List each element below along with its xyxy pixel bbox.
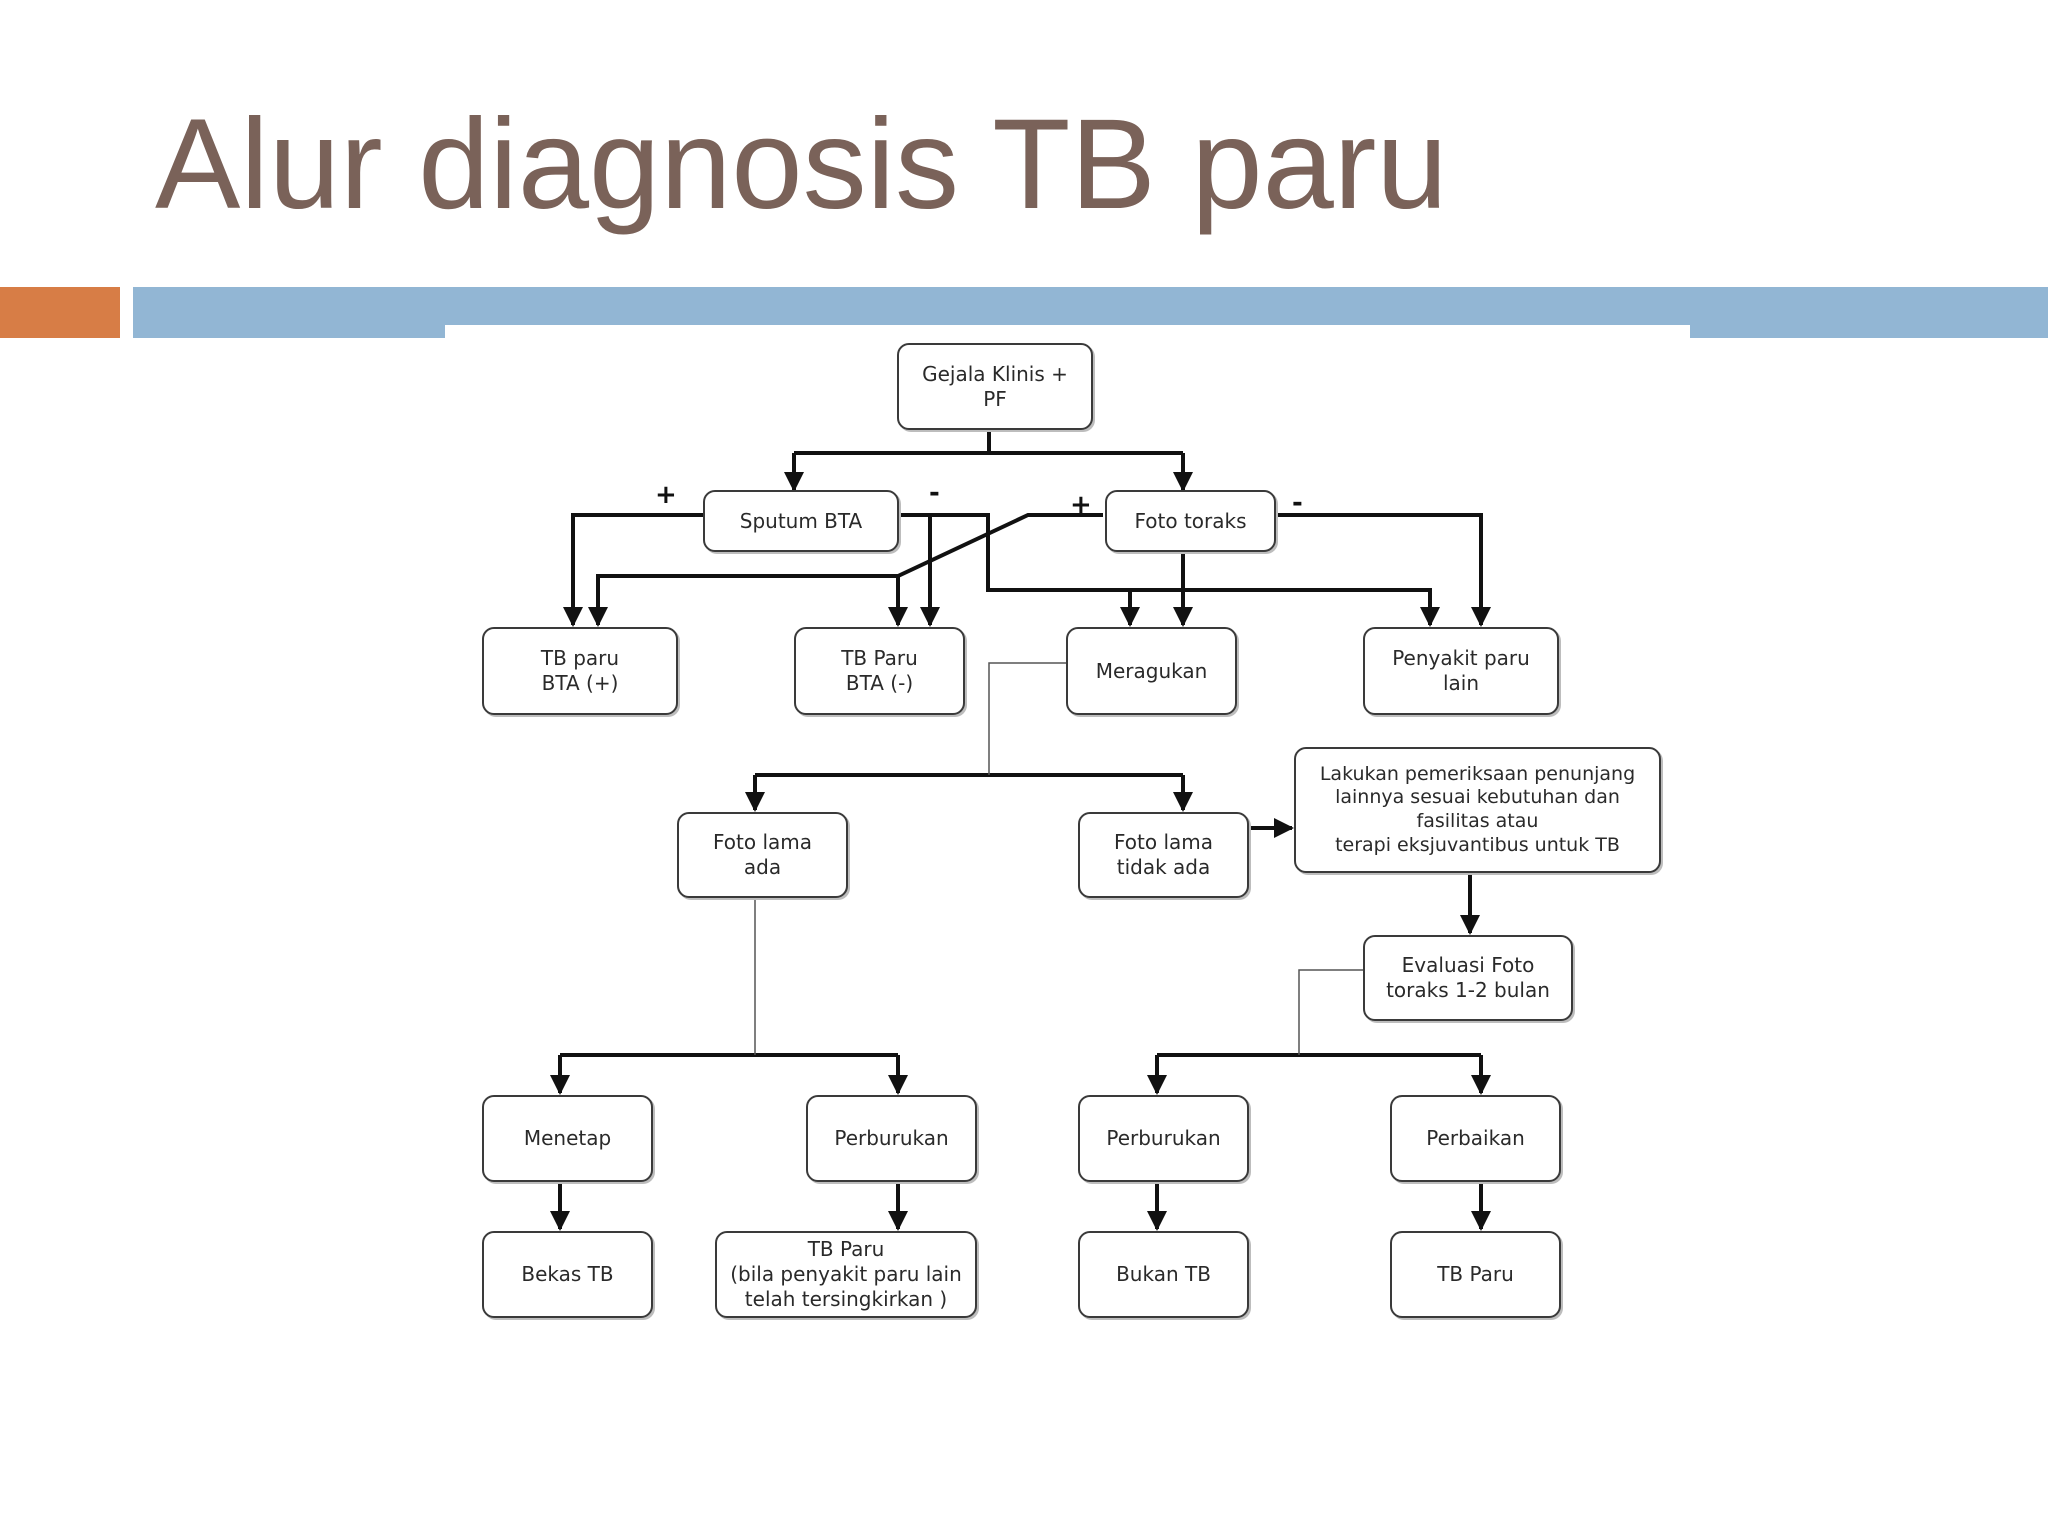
arrow-sputum-pos <box>563 513 705 627</box>
node-foto-lama-tidak-ada: Foto lama tidak ada <box>1078 812 1249 898</box>
connector-gejala-split <box>794 430 1183 455</box>
connector-sputum-neg-penyakit <box>1130 588 1440 627</box>
sign-foto-positive: + <box>1070 490 1092 520</box>
node-lakukan-pemeriksaan: Lakukan pemeriksaan penunjang lainnya se… <box>1294 747 1661 873</box>
node-bekas-tb: Bekas TB <box>482 1231 653 1318</box>
node-perburukan-2: Perburukan <box>1078 1095 1249 1182</box>
sign-sputum-negative: - <box>929 478 940 508</box>
node-evaluasi-foto: Evaluasi Foto toraks 1-2 bulan <box>1363 935 1573 1021</box>
slide-title: Alur diagnosis TB paru <box>155 93 1448 236</box>
accent-bar-orange <box>0 287 120 338</box>
node-tb-paru-bta-neg: TB Paru BTA (-) <box>794 627 965 715</box>
arrow-sputum-neg-meragukan <box>930 513 1140 627</box>
node-foto-toraks: Foto toraks <box>1105 490 1276 552</box>
node-sputum-bta: Sputum BTA <box>703 490 899 552</box>
sign-sputum-positive: + <box>655 480 677 510</box>
node-tb-paru-bta-pos: TB paru BTA (+) <box>482 627 678 715</box>
node-gejala-klinis: Gejala Klinis + PF <box>897 343 1093 430</box>
node-penyakit-paru-lain: Penyakit paru lain <box>1363 627 1559 715</box>
node-perbaikan: Perbaikan <box>1390 1095 1561 1182</box>
arrow-foto-neg <box>1275 513 1491 627</box>
node-tb-paru-bila: TB Paru (bila penyakit paru lain telah t… <box>715 1231 977 1318</box>
node-perburukan-1: Perburukan <box>806 1095 977 1182</box>
node-menetap: Menetap <box>482 1095 653 1182</box>
thin-meragukan-down <box>988 662 1066 775</box>
node-tb-paru: TB Paru <box>1390 1231 1561 1318</box>
thin-evaluasi-down <box>1298 969 1363 1055</box>
sign-foto-negative: - <box>1292 488 1303 518</box>
node-bukan-tb: Bukan TB <box>1078 1231 1249 1318</box>
node-foto-lama-ada: Foto lama ada <box>677 812 848 898</box>
node-meragukan: Meragukan <box>1066 627 1237 715</box>
